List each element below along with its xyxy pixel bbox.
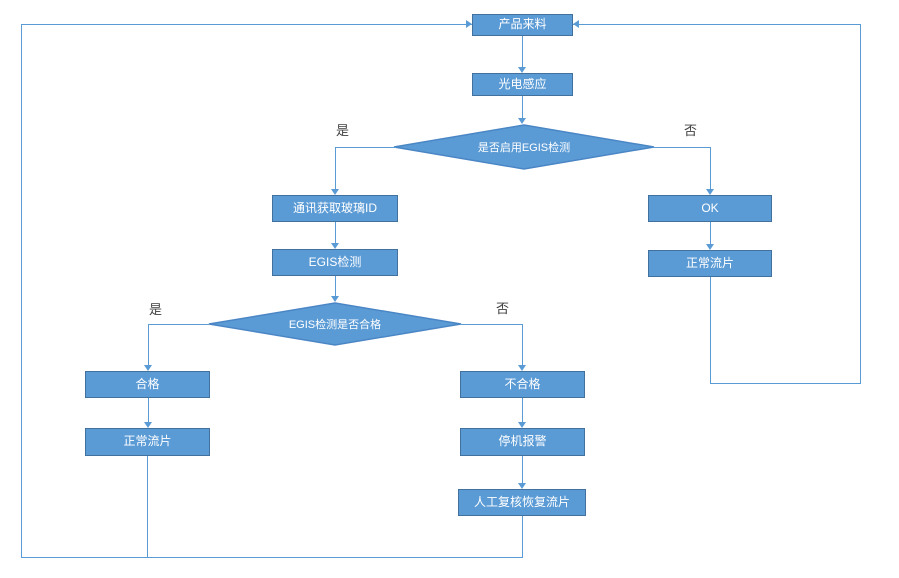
diamond-shape — [393, 124, 655, 170]
connector-line — [860, 24, 861, 384]
edge-label-no: 否 — [684, 123, 698, 138]
arrowhead-down-icon — [144, 365, 152, 371]
connector-line — [522, 516, 523, 558]
node-qualified: 合格 — [85, 371, 210, 398]
connector-line — [148, 398, 149, 422]
edge-label-yes: 是 — [336, 123, 350, 138]
edge-label-yes: 是 — [149, 302, 163, 317]
connector-line — [710, 147, 711, 189]
connector-line — [522, 36, 523, 68]
arrowhead-down-icon — [518, 365, 526, 371]
connector-line — [21, 24, 22, 558]
connector-line — [335, 222, 336, 243]
node-stop-alarm: 停机报警 — [460, 428, 585, 456]
connector-line — [21, 24, 472, 25]
arrowhead-down-icon — [331, 243, 339, 249]
connector-line — [148, 324, 209, 325]
node-photo-sensor: 光电感应 — [472, 73, 573, 96]
node-product-incoming: 产品来料 — [472, 14, 573, 36]
arrowhead-down-icon — [331, 189, 339, 195]
connector-line — [335, 147, 396, 148]
diamond-shape — [208, 302, 462, 346]
decision-label: EGIS检测是否合格 — [288, 319, 382, 331]
connector-line — [147, 456, 148, 558]
connector-line — [522, 456, 523, 483]
arrowhead-left-icon — [573, 20, 579, 28]
connector-line — [710, 222, 711, 244]
node-egis-pass-decision: EGIS检测是否合格 — [208, 302, 462, 346]
connector-line — [461, 324, 523, 325]
connector-line — [335, 147, 336, 189]
decision-label: 是否启用EGIS检测 — [477, 142, 571, 154]
node-manual-review: 人工复核恢复流片 — [458, 489, 586, 516]
edge-label-no: 否 — [496, 301, 510, 316]
arrowhead-down-icon — [706, 244, 714, 250]
node-unqualified: 不合格 — [460, 371, 585, 398]
node-egis-enabled-decision: 是否启用EGIS检测 — [393, 124, 655, 170]
connector-line — [335, 276, 336, 296]
arrowhead-down-icon — [518, 67, 526, 73]
arrowhead-down-icon — [518, 118, 526, 124]
node-egis-check: EGIS检测 — [272, 249, 398, 276]
connector-line — [710, 383, 861, 384]
arrowhead-down-icon — [331, 296, 339, 302]
node-normal-flow-left: 正常流片 — [85, 428, 210, 456]
node-get-glass-id: 通讯获取玻璃ID — [272, 195, 398, 222]
connector-line — [522, 96, 523, 119]
connector-line — [148, 324, 149, 365]
connector-line — [710, 277, 711, 384]
connector-line — [573, 24, 861, 25]
node-ok: OK — [648, 195, 772, 222]
arrowhead-down-icon — [518, 483, 526, 489]
connector-line — [522, 398, 523, 422]
arrowhead-right-icon — [466, 20, 472, 28]
arrowhead-down-icon — [706, 189, 714, 195]
connector-line — [522, 324, 523, 365]
connector-line — [654, 147, 711, 148]
connector-line — [21, 557, 523, 558]
arrowhead-down-icon — [518, 422, 526, 428]
node-normal-flow-right: 正常流片 — [648, 250, 772, 277]
arrowhead-down-icon — [144, 422, 152, 428]
